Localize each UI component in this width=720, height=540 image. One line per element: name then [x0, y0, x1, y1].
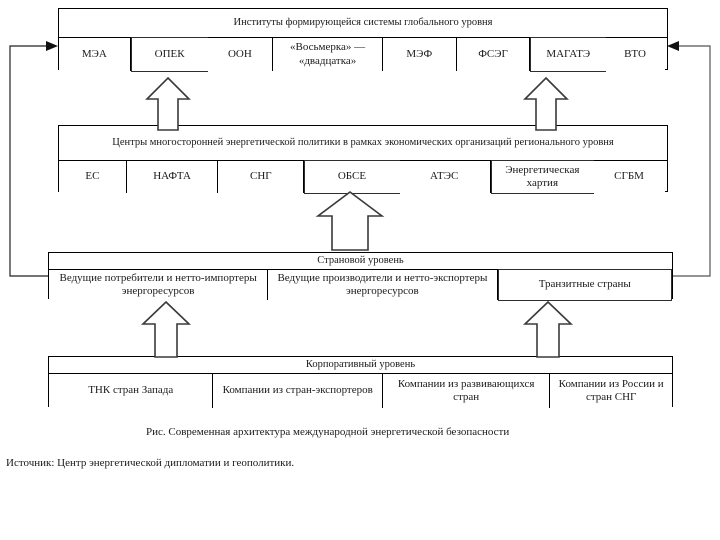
regional-item-7: СГБМ	[593, 161, 665, 193]
global-item-8: ВТО	[605, 38, 665, 71]
up-arrow-consumers-to-country	[141, 300, 191, 358]
figure-caption: Рис. Современная архитектура международн…	[146, 426, 510, 438]
corporate-item-2: Компании из стран-экспортеров	[213, 374, 383, 408]
corporate-item-1: ТНК стран Запада	[49, 374, 214, 408]
global-item-7: МАГАТЭ	[530, 37, 607, 72]
global-level-title: Институты формирующейся системы глобальн…	[233, 16, 493, 28]
regional-item-2: НАФТА	[126, 161, 219, 193]
regional-item-5: АТЭС	[398, 161, 491, 193]
up-arrow-opec-to-global	[145, 76, 191, 131]
country-level-block: Страновой уровень Ведущие потребители и …	[48, 252, 673, 301]
feedback-arrowhead-right	[667, 41, 679, 51]
global-item-2: ОПЕК	[130, 37, 209, 72]
up-arrow-transit-to-country	[523, 300, 573, 358]
feedback-arrowhead-left	[46, 41, 58, 51]
corporate-item-4: Компании из России и стран СНГ	[550, 374, 672, 408]
feedback-line-left	[9, 45, 49, 277]
figure-source: Источник: Центр энергетической дипломати…	[6, 457, 295, 469]
country-item-1: Ведущие потребители и нетто-импортеры эн…	[49, 270, 269, 300]
global-item-3: ООН	[207, 38, 274, 71]
global-item-1: МЭА	[59, 38, 131, 71]
corporate-level-title: Корпоративный уровень	[305, 358, 416, 370]
regional-item-3: СНГ	[218, 161, 305, 193]
global-item-5: МЭФ	[382, 38, 457, 71]
country-item-2: Ведущие производители и нетто-экспортеры…	[268, 270, 498, 300]
country-item-3: Транзитные страны	[497, 269, 672, 301]
feedback-line-right	[673, 45, 711, 277]
up-arrow-obse-to-regional	[315, 191, 385, 251]
corporate-item-3: Компании из развивающихся стран	[382, 374, 551, 408]
global-level-block: Институты формирующейся системы глобальн…	[58, 8, 668, 72]
country-level-title: Страновой уровень	[317, 254, 404, 266]
regional-level-block: Центры многосторонней энергетической пол…	[58, 125, 668, 194]
regional-item-6: Энергетическая хартия	[490, 160, 595, 194]
global-item-4: «Восьмерка» — «двадцатка»	[273, 38, 383, 71]
regional-level-title: Центры многосторонней энергетической пол…	[112, 136, 614, 148]
up-arrow-magate-to-global	[523, 76, 569, 131]
regional-item-4: ОБСЕ	[304, 160, 400, 194]
country-level-row: Ведущие потребители и нетто-импортеры эн…	[49, 269, 672, 301]
regional-item-1: ЕС	[59, 161, 127, 193]
global-item-6: ФСЭГ	[456, 38, 531, 71]
